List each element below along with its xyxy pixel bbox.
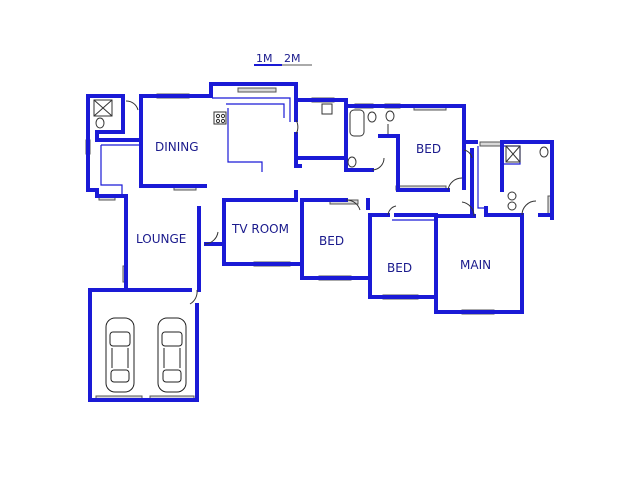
room-label-bed-2: BED: [387, 261, 412, 275]
room-label-main: MAIN: [460, 258, 491, 272]
shower-1: [93, 99, 113, 117]
stove: [213, 111, 227, 125]
partitions: [100, 97, 521, 226]
scale-bar: 1M 2M: [254, 52, 312, 66]
scale-label-2m: 2M: [284, 52, 301, 65]
room-label-bed-3: BED: [416, 142, 441, 156]
kitchen-sink: [321, 103, 333, 115]
shower-2: [505, 145, 521, 163]
car-1: [105, 317, 135, 393]
room-label-tv-room: TV ROOM: [231, 222, 289, 236]
room-label-dining: DINING: [155, 140, 199, 154]
walls: [86, 82, 554, 402]
bathtub: [349, 109, 365, 137]
car-2: [157, 317, 187, 393]
scale-label-1m: 1M: [256, 52, 273, 65]
room-label-bed-1: BED: [319, 234, 344, 248]
fixtures: [93, 99, 549, 211]
doors: [125, 100, 537, 305]
room-label-lounge: LOUNGE: [136, 232, 186, 246]
